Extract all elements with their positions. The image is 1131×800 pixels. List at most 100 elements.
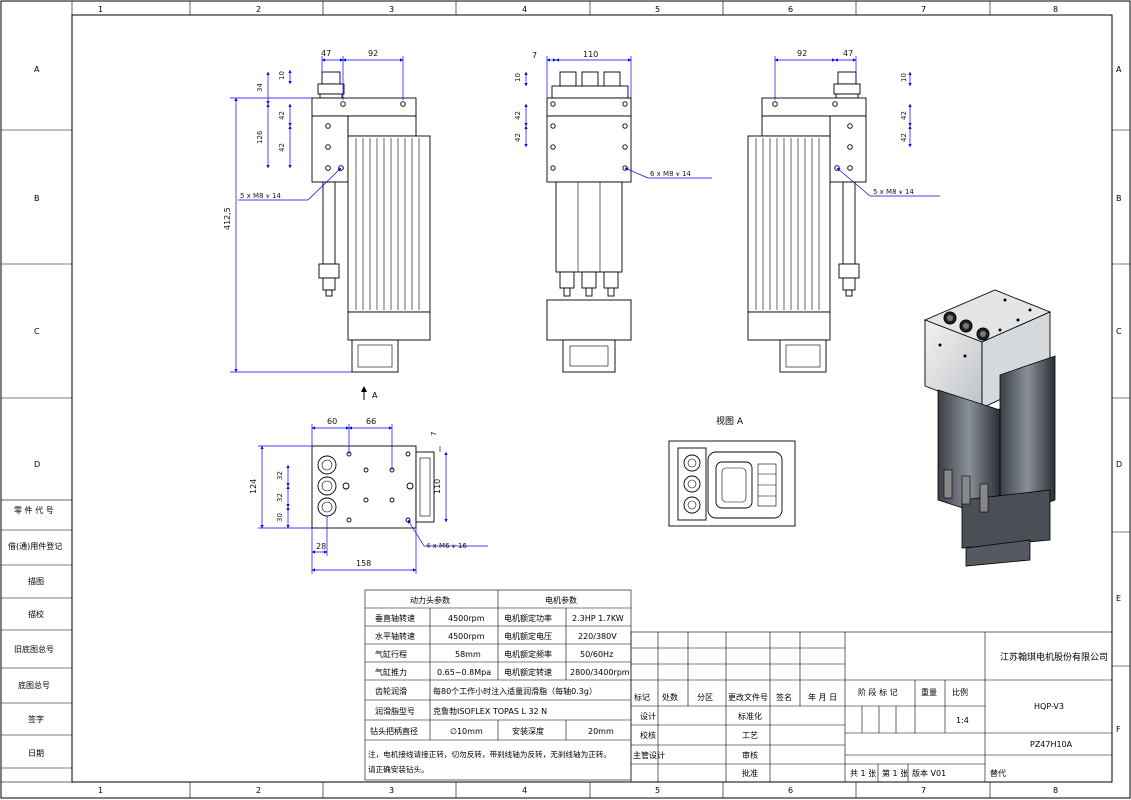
- strip-master-no: 底图总号: [18, 680, 50, 690]
- rev-header: 签名: [776, 692, 792, 702]
- param-label: 气缸推力: [375, 667, 407, 677]
- role-label: 标准化: [738, 711, 762, 721]
- strip-old-master: 旧底图总号: [14, 644, 54, 654]
- dim-right-10: 10: [900, 73, 908, 82]
- param-value: 220/380V: [578, 632, 617, 641]
- sheet-number: 第 1 张: [882, 768, 908, 778]
- col-label-4-bottom: 4: [522, 786, 527, 795]
- param-label: 安装深度: [512, 726, 544, 736]
- dim-top-7: 7: [430, 432, 438, 436]
- dim-front-126: 126: [256, 130, 264, 144]
- hole-note-top: 4 x M6 ⩛ 16: [426, 542, 467, 550]
- dim-top-158: 158: [356, 559, 371, 568]
- col-label-5: 5: [655, 5, 660, 14]
- weight-label: 重量: [921, 687, 937, 697]
- dim-front-34: 34: [256, 83, 264, 92]
- col-label-5-bottom: 5: [655, 786, 660, 795]
- dim-side-42a: 42: [514, 111, 522, 120]
- hole-note-right: 5 x M8 ⩛ 14: [873, 188, 914, 196]
- row-label-d: D: [34, 460, 40, 469]
- param-value: 每80个工作小时注入适量润滑脂（每轴0.3g）: [433, 686, 597, 696]
- param-label: 电机额定频率: [504, 649, 552, 659]
- param-note-line2: 请正确安装钻头。: [368, 764, 429, 774]
- col-label-8-bottom: 8: [1053, 786, 1058, 795]
- dim-top-66: 66: [366, 417, 376, 426]
- row-label-c-right: C: [1116, 327, 1122, 336]
- param-value: 克鲁勃ISOFLEX TOPAS L 32 N: [433, 706, 547, 716]
- inner-frame: [71, 14, 1113, 783]
- company-name: 江苏翰琪电机股份有限公司: [1000, 651, 1108, 663]
- role-label: 批准: [742, 768, 758, 778]
- hole-note-front: 5 x M8 ⩛ 14: [240, 192, 281, 200]
- param-value: 4500rpm: [448, 614, 485, 623]
- param-value: 4500rpm: [448, 632, 485, 641]
- dim-side-10: 10: [514, 73, 522, 82]
- param-value: 0.65~0.8Mpa: [437, 668, 491, 677]
- drawing-number: PZ47H10A: [1030, 740, 1073, 749]
- strip-part-code: 零 件 代 号: [14, 505, 54, 515]
- param-value: ∅10mm: [450, 727, 483, 736]
- col-label-1-bottom: 1: [98, 786, 103, 795]
- dim-right-42b: 42: [900, 133, 908, 142]
- role-label: 审核: [742, 750, 758, 760]
- row-markers-left: A B C D: [1, 65, 72, 469]
- param-label: 气缸行程: [375, 649, 407, 659]
- param-label: 电机额定功率: [504, 613, 552, 623]
- strip-borrowed-register: 借(通)用件登记: [8, 541, 62, 551]
- col-label-7: 7: [921, 5, 926, 14]
- param-value: 20mm: [588, 727, 614, 736]
- param-label: 水平轴转速: [375, 631, 415, 641]
- top-view: 60 66 7 124 32 32 30 110 28 158 4 x M6 ⩛…: [249, 417, 488, 574]
- sheet-total: 共 1 张: [850, 769, 876, 778]
- replace-label: 替代: [990, 768, 1006, 778]
- view-a: 视图 A: [668, 415, 796, 527]
- col-label-7-bottom: 7: [921, 786, 926, 795]
- dim-top-60: 60: [327, 417, 337, 426]
- dim-top-32a: 32: [276, 471, 284, 480]
- dim-side-42b: 42: [514, 133, 522, 142]
- role-label: 校核: [640, 730, 656, 740]
- dim-front-92: 92: [368, 49, 378, 58]
- param-label: 电机额定电压: [504, 631, 552, 641]
- strip-trace-check: 描校: [28, 609, 44, 619]
- param-value: 2.3HP 1.7KW: [572, 614, 624, 623]
- dim-right-42a: 42: [900, 111, 908, 120]
- dim-front-47: 47: [321, 49, 331, 58]
- param-value: 58mm: [455, 650, 481, 659]
- view-a-title: 视图 A: [716, 415, 744, 427]
- col-label-3-bottom: 3: [389, 786, 394, 795]
- row-label-d-right: D: [1116, 460, 1122, 469]
- strip-trace: 描图: [28, 576, 44, 586]
- rev-header: 分区: [697, 693, 713, 702]
- dim-right-92: 92: [797, 49, 807, 58]
- param-value: 2800/3400rpm: [570, 668, 630, 677]
- scale-label: 比例: [952, 687, 968, 697]
- col-label-6: 6: [788, 5, 793, 14]
- scale-value: 1:4: [956, 716, 969, 725]
- rev-header: 标记: [634, 692, 650, 702]
- param-label: 齿轮润滑: [375, 686, 407, 696]
- dim-top-28: 28: [316, 542, 326, 551]
- row-label-b: B: [34, 194, 40, 203]
- role-label: 工艺: [742, 731, 758, 740]
- right-view: 92 47 10 42 42 5 x M8 ⩛ 14: [747, 49, 940, 373]
- row-label-b-right: B: [1116, 194, 1122, 203]
- title-block: 标记 处数 分区 更改文件号 签名 年 月 日 设计 校核 主管设计 标准化 工…: [630, 631, 1113, 783]
- role-label: 设计: [640, 711, 656, 721]
- dim-front-42b: 42: [278, 143, 286, 152]
- col-label-8: 8: [1053, 5, 1058, 14]
- param-label: 钻头把柄直径: [370, 726, 418, 736]
- param-label: 润滑脂型号: [375, 706, 415, 716]
- side-view: 7 110 10 42 42 6 x M8 ⩛ 14: [514, 50, 712, 373]
- role-label: 主管设计: [633, 750, 665, 760]
- dim-side-7: 7: [532, 51, 537, 60]
- view-a-arrow-label: A: [372, 391, 378, 400]
- dim-top-124: 124: [249, 479, 258, 494]
- param-note-line1: 注，电机接线请接正转，切勿反转，带刹线轴为反转，无刹线轴为正转。: [368, 749, 611, 759]
- stage-label: 阶 段 标 记: [858, 687, 898, 697]
- hole-note-side: 6 x M8 ⩛ 14: [650, 170, 691, 178]
- param-motor-title: 电机参数: [545, 595, 577, 605]
- dim-front-42a: 42: [278, 111, 286, 120]
